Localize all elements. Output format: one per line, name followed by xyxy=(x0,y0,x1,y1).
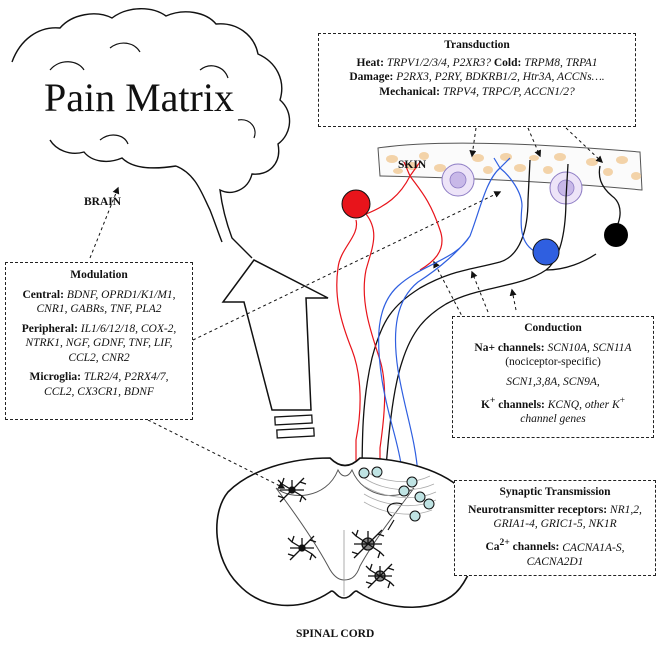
na-genes: SCN10A, SCN11A xyxy=(547,341,632,354)
cold-label: Cold: xyxy=(493,56,522,69)
arrow-dash-2 xyxy=(276,427,315,439)
transduction-arrow-1 xyxy=(469,127,477,158)
transduction-box: Transduction Heat: TRPV1/2/3/4, P2XR3? C… xyxy=(318,33,636,127)
microglia-genes-1: TLR2/4, P2RX4/7, xyxy=(83,371,169,383)
ca-sup: 2+ xyxy=(499,537,510,549)
conduction-arrow-3 xyxy=(509,288,517,311)
dorsal-horn-neurons xyxy=(358,466,435,522)
red-fiber xyxy=(336,161,443,470)
modulation-to-brain-arrow xyxy=(89,186,120,259)
ascending-arrow xyxy=(221,259,329,411)
transduction-damage: Damage: P2RX3, P2RY, BDKRB1/2, Htr3A, AC… xyxy=(323,70,631,85)
transduction-title: Transduction xyxy=(444,39,510,51)
conduction-arrow-2 xyxy=(470,270,489,313)
nt-label: Neurotransmitter receptors: xyxy=(468,503,608,516)
central-genes-1: BDNF, OPRD1/K1/M1, xyxy=(66,288,176,301)
ca-channels: channels: xyxy=(509,541,560,554)
k-letter: K xyxy=(480,398,490,411)
spinal-cord-outline xyxy=(216,457,479,608)
peripheral-genes-2: NTRK1, NGF, GDNF, TNF, LIF, xyxy=(25,337,173,349)
peripheral-label: Peripheral: xyxy=(21,322,78,335)
k-sup: + xyxy=(489,395,496,406)
central-genes-2: CNR1, GABRs, TNF, PLA2 xyxy=(36,303,162,315)
modulation-central: Central: BDNF, OPRD1/K1/M1, CNR1, GABRs,… xyxy=(12,288,186,317)
mech-label: Mechanical: xyxy=(379,85,440,98)
microglia-genes-2: CCL2, CX3CR1, BDNF xyxy=(44,385,154,398)
modulation-to-spinal-arrow xyxy=(147,419,286,489)
conduction-k: K+ channels: KCNQ, other K+ channel gene… xyxy=(457,394,649,427)
na-more-genes: SCN1,3,8A, SCN9A, xyxy=(506,375,600,388)
conduction-na: Na+ channels: SCN10A, SCN11A (nociceptor… xyxy=(457,341,649,370)
brain-label: BRAIN xyxy=(84,196,122,208)
conduction-box: Conduction Na+ channels: SCN10A, SCN11A … xyxy=(452,316,654,438)
k-genes-1: KCNQ, other K xyxy=(547,398,620,411)
microglia-label: Microglia: xyxy=(29,371,81,383)
conduction-na-more: SCN1,3,8A, SCN9A, xyxy=(457,375,649,390)
modulation-to-skin-arrow xyxy=(192,191,502,341)
k-genes-2: channel genes xyxy=(520,413,586,426)
damage-label: Damage: xyxy=(349,71,394,83)
blue-neuron xyxy=(532,238,560,266)
red-fiber-2 xyxy=(363,213,386,470)
modulation-box: Modulation Central: BDNF, OPRD1/K1/M1, C… xyxy=(5,262,193,420)
pain-matrix-title: Pain Matrix xyxy=(44,75,234,120)
arrow-dash-1 xyxy=(274,414,313,426)
damage-genes: P2RX3, P2RY, BDKRB1/2, Htr3A, ACCNs…. xyxy=(396,71,605,83)
ca-genes-1: CACNA1A-S, xyxy=(562,541,625,554)
synaptic-title: Synaptic Transmission xyxy=(499,486,611,498)
transduction-arrow-2 xyxy=(527,127,542,158)
peripheral-genes-1: IL1/6/12/18, COX-2, xyxy=(80,322,177,335)
heat-genes: TRPV1/2/3/4, P2XR3? xyxy=(386,56,491,69)
na-note: (nociceptor-specific) xyxy=(505,356,601,368)
modulation-title: Modulation xyxy=(70,269,128,281)
mech-genes: TRPV4, TRPC/P, ACCN1/2? xyxy=(442,85,575,98)
nt-genes-2: GRIA1-4, GRIC1-5, NK1R xyxy=(493,518,617,530)
transduction-heat-cold: Heat: TRPV1/2/3/4, P2XR3? Cold: TRPM8, T… xyxy=(323,56,631,71)
synaptic-ca: Ca2+ channels: CACNA1A-S, CACNA2D1 xyxy=(458,537,652,570)
k-channels: channels: xyxy=(495,398,545,411)
brain-fold-1 xyxy=(49,42,256,145)
conduction-title: Conduction xyxy=(524,322,582,334)
ca-letter: Ca xyxy=(485,541,500,554)
heat-label: Heat: xyxy=(356,56,384,69)
transduction-arrow-3 xyxy=(565,127,604,163)
spinal-cord-label: SPINAL CORD xyxy=(296,628,375,640)
conduction-arrow-1 xyxy=(433,260,465,321)
k-genes-sup: + xyxy=(619,395,626,406)
peripheral-genes-3: CCL2, CNR2 xyxy=(68,351,130,364)
ca-genes-2: CACNA2D1 xyxy=(526,555,584,568)
synaptic-box: Synaptic Transmission Neurotransmitter r… xyxy=(454,480,656,576)
na-label: Na+ channels: xyxy=(474,341,545,354)
skin-dots xyxy=(386,152,641,180)
central-label: Central: xyxy=(22,288,64,301)
modulation-peripheral: Peripheral: IL1/6/12/18, COX-2, NTRK1, N… xyxy=(12,322,186,366)
cold-genes: TRPM8, TRPA1 xyxy=(524,56,598,69)
red-neuron xyxy=(341,189,371,219)
modulation-microglia: Microglia: TLR2/4, P2RX4/7, CCL2, CX3CR1… xyxy=(12,370,186,399)
blue-fiber xyxy=(378,157,537,477)
nt-genes-1: NR1,2, xyxy=(609,503,642,516)
skin-label: SKIN xyxy=(398,159,427,171)
synaptic-nt: Neurotransmitter receptors: NR1,2, GRIA1… xyxy=(458,503,652,532)
spinal-black-terminal xyxy=(387,502,403,531)
transduction-mechanical: Mechanical: TRPV4, TRPC/P, ACCN1/2? xyxy=(323,85,631,100)
ca-label: Ca2+ channels: xyxy=(485,537,560,554)
k-label: K+ channels: xyxy=(480,395,545,411)
black-neuron xyxy=(604,223,628,247)
microglia-cells xyxy=(277,477,395,589)
brain-outline xyxy=(11,8,291,259)
grey-matter xyxy=(275,468,415,581)
